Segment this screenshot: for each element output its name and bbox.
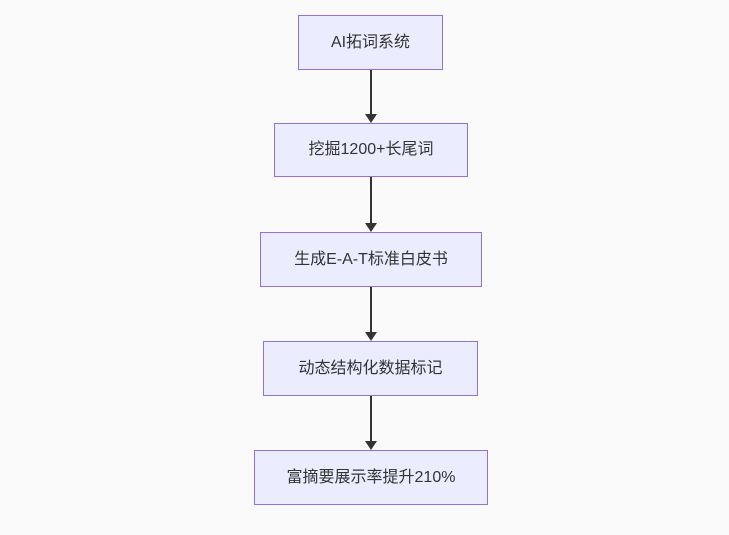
arrow-line (369, 287, 372, 332)
flowchart-node-step-2: 挖掘1200+长尾词 (274, 123, 468, 177)
arrowhead-down-icon (364, 332, 377, 341)
arrowhead-down-icon (364, 223, 377, 232)
arrowhead-down-icon (364, 114, 377, 123)
arrow-line (369, 177, 372, 223)
flow-arrow (364, 396, 377, 450)
arrow-line (369, 70, 372, 114)
flowchart-node-step-3: 生成E-A-T标准白皮书 (260, 232, 482, 287)
flowchart-node-step-5: 富摘要展示率提升210% (254, 450, 488, 505)
flow-arrow (364, 287, 377, 341)
flowchart-node-step-1: AI拓词系统 (298, 15, 443, 70)
node-label: 富摘要展示率提升210% (286, 468, 456, 486)
node-label: 挖掘1200+长尾词 (308, 141, 434, 159)
node-label: 生成E-A-T标准白皮书 (294, 250, 448, 268)
flow-arrow (364, 177, 377, 232)
node-label: 动态结构化数据标记 (298, 359, 443, 377)
flowchart-node-step-4: 动态结构化数据标记 (263, 341, 478, 396)
arrowhead-down-icon (364, 441, 377, 450)
flow-arrow (364, 70, 377, 123)
node-label: AI拓词系统 (330, 33, 411, 51)
arrow-line (369, 396, 372, 441)
